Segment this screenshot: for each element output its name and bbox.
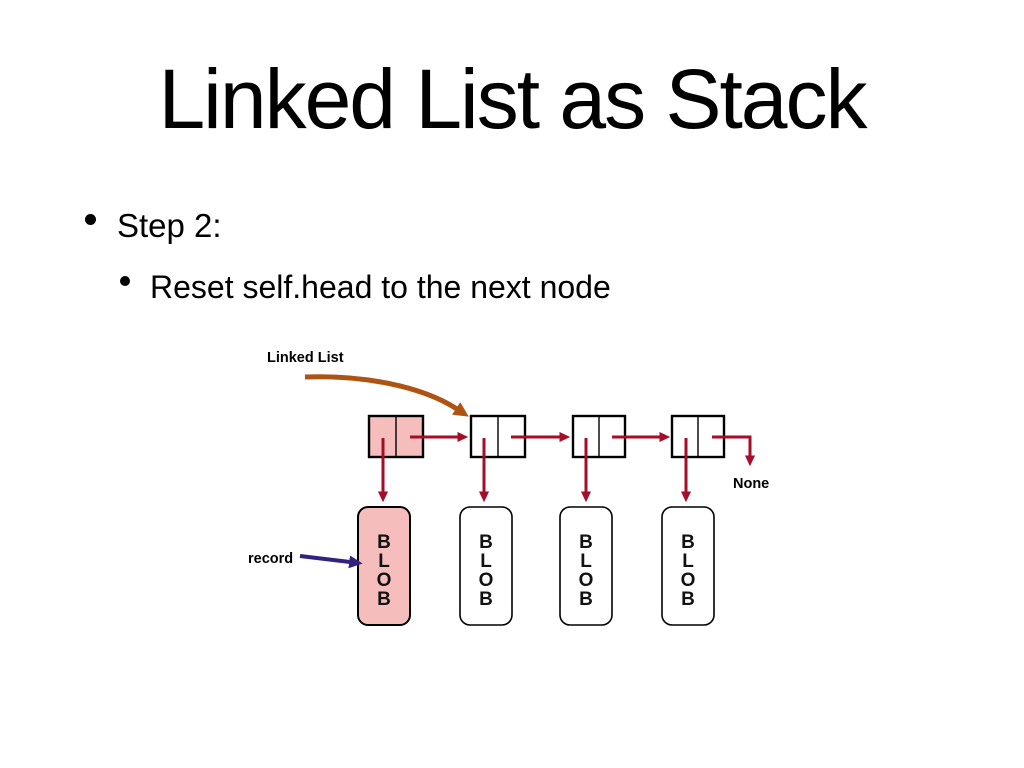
blob-letter: O xyxy=(681,570,696,591)
blob-letter: O xyxy=(377,570,392,591)
blob-letter: B xyxy=(579,532,593,553)
blob-letters-3: B L O B xyxy=(579,532,594,610)
linked-list-label: Linked List xyxy=(267,350,344,366)
blob-letter: O xyxy=(579,570,594,591)
blob-letters-2: B L O B xyxy=(479,532,494,610)
blob-letter: L xyxy=(580,551,592,572)
blob-box-2 xyxy=(459,506,513,626)
blob-letter: B xyxy=(377,589,391,610)
record-arrow xyxy=(299,554,363,569)
blob-letter: L xyxy=(378,551,390,572)
blob-box-3 xyxy=(559,506,613,626)
blob-letter: L xyxy=(682,551,694,572)
bullet-text-level2: Reset self.head to the next node xyxy=(150,269,611,305)
blob-letter: B xyxy=(479,532,493,553)
record-label: record xyxy=(248,551,293,567)
blob-letter: B xyxy=(377,532,391,553)
blob-letters-1: B L O B xyxy=(377,532,392,610)
blob-letter: L xyxy=(480,551,492,572)
slide-title: Linked List as Stack xyxy=(158,52,867,146)
bullet-dot-level1 xyxy=(85,214,96,225)
blob-letters-4: B L O B xyxy=(681,532,696,610)
blob-letter: B xyxy=(479,589,493,610)
bullet-dot-level2 xyxy=(120,276,130,286)
blob-letter: B xyxy=(681,589,695,610)
blob-letter: O xyxy=(479,570,494,591)
blob-box-4 xyxy=(661,506,715,626)
bullet-text-level1: Step 2: xyxy=(117,207,222,244)
head-pointer-arrow xyxy=(304,374,469,417)
blob-letter: B xyxy=(681,532,695,553)
none-label: None xyxy=(733,476,769,492)
none-arrow xyxy=(712,435,756,467)
blob-letter: B xyxy=(579,589,593,610)
